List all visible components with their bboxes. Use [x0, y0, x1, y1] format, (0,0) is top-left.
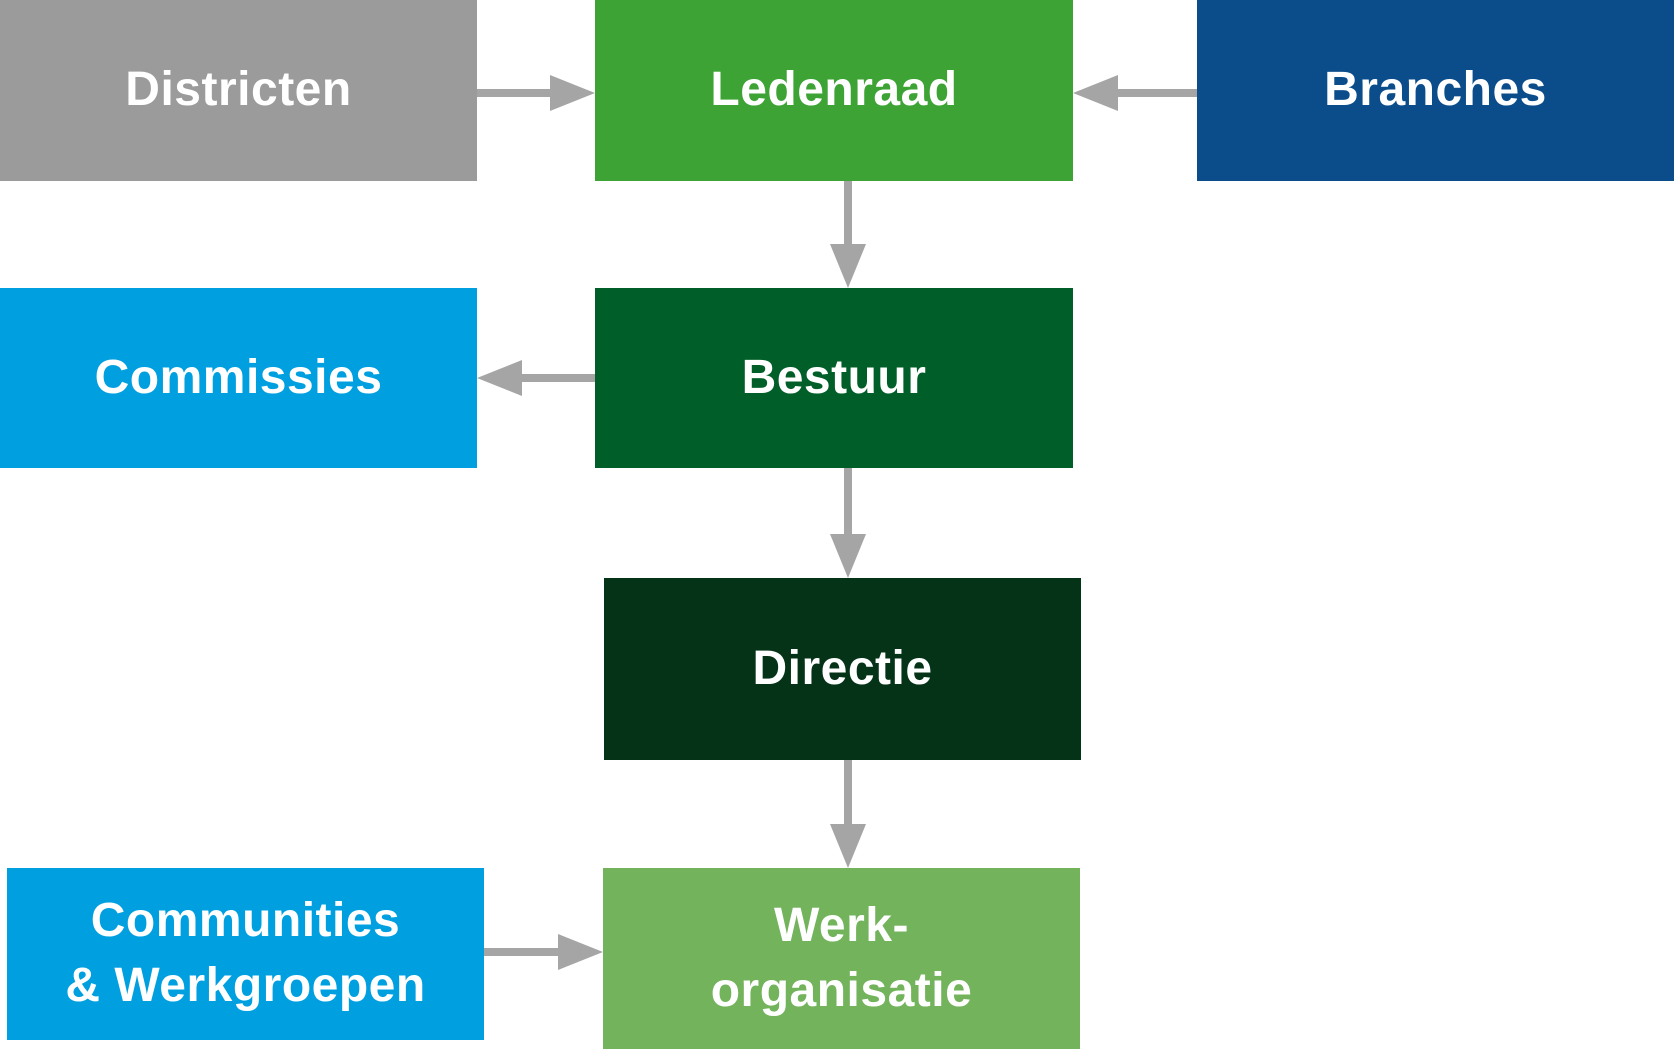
arrow-stem — [844, 760, 852, 826]
arrowhead-right-icon — [558, 934, 603, 970]
node-bestuur: Bestuur — [595, 288, 1073, 468]
arrowhead-down-icon — [830, 824, 866, 868]
node-werkorganisatie-label: Werk- organisatie — [710, 898, 973, 1017]
arrowhead-down-icon — [830, 244, 866, 288]
node-districten: Districten — [0, 0, 477, 181]
arrowhead-left-icon — [1073, 75, 1118, 111]
arrow-stem — [520, 374, 595, 382]
node-branches: Branches — [1197, 0, 1674, 181]
node-directie-label: Directie — [752, 641, 933, 695]
node-directie: Directie — [604, 578, 1081, 760]
node-districten-label: Districten — [125, 63, 352, 117]
arrow-stem — [1116, 89, 1197, 97]
node-communities-werkgroepen-label: Communities & Werkgroepen — [65, 894, 426, 1012]
arrow-stem — [844, 468, 852, 536]
node-communities-werkgroepen: Communities & Werkgroepen — [7, 868, 484, 1040]
arrowhead-right-icon — [550, 75, 595, 111]
node-commissies-label: Commissies — [94, 350, 383, 404]
node-ledenraad: Ledenraad — [595, 0, 1073, 181]
arrow-stem — [477, 89, 553, 97]
arrow-stem — [844, 181, 852, 246]
arrowhead-down-icon — [830, 534, 866, 578]
node-commissies: Commissies — [0, 288, 477, 468]
node-branches-label: Branches — [1324, 63, 1547, 117]
arrow-stem — [484, 948, 560, 956]
node-bestuur-label: Bestuur — [741, 350, 927, 404]
node-werkorganisatie: Werk- organisatie — [603, 868, 1080, 1049]
node-ledenraad-label: Ledenraad — [710, 63, 958, 117]
arrowhead-left-icon — [477, 360, 522, 396]
